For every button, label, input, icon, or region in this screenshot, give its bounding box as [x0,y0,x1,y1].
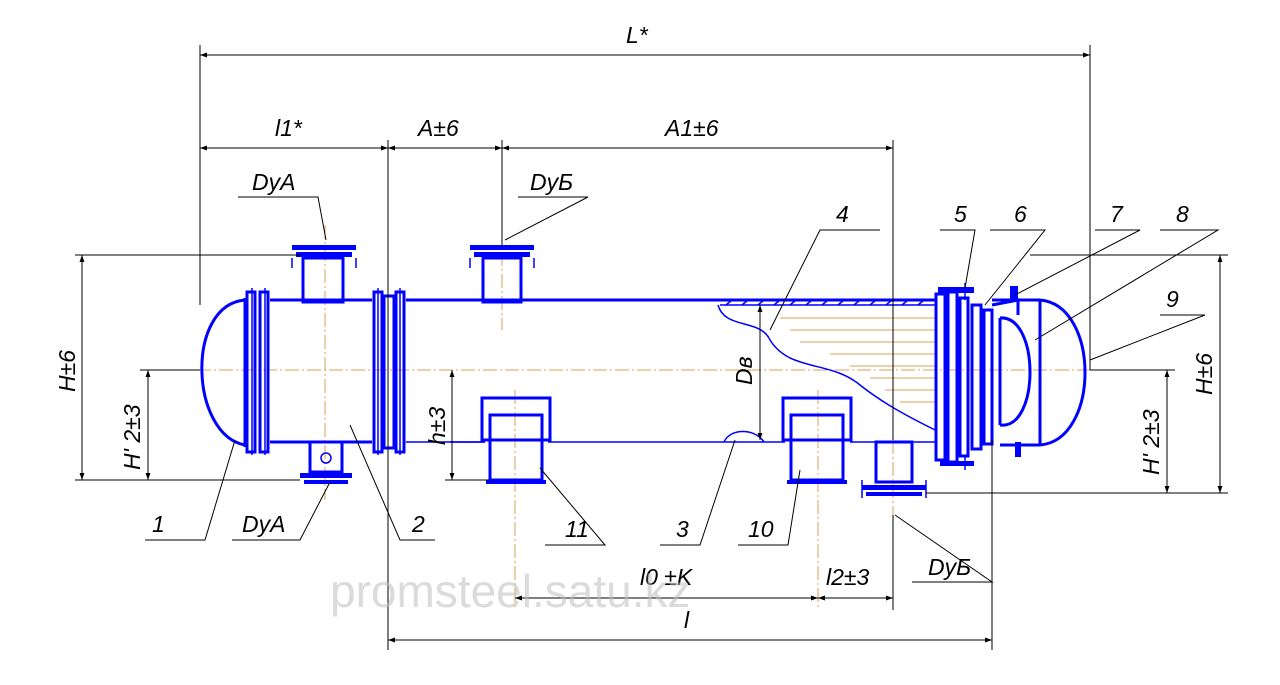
labels: L* l1* A±6 A1±6 DyA DyБ DyA DyБ H±6 H' 2… [54,22,1217,633]
center-lines [175,225,1105,610]
shell-hatching [725,299,925,306]
leader-lines [145,196,1220,583]
part-label-2: 2 [411,511,425,537]
label-l1: l1* [275,115,303,141]
label-l: l [684,607,690,633]
part-label-3: 3 [676,516,689,542]
label-a: A±6 [416,115,459,141]
apparatus-body [200,245,1087,498]
label-dya-top: DyA [252,169,295,195]
part-label-6: 6 [1014,201,1027,227]
label-height-half-left: H' 2±3 [119,404,145,470]
part-label-4: 4 [836,201,849,227]
label-inner-diameter: Dв [731,356,757,385]
label-dyb-top: DyБ [530,169,573,195]
watermark: promsteel.satu.kz [330,565,690,617]
label-h-support: h±3 [424,407,450,445]
label-height-left: H±6 [54,350,80,392]
part-label-5: 5 [954,201,967,227]
part-label-8: 8 [1176,201,1189,227]
tube-bundle [780,317,935,403]
part-label-10: 10 [748,516,774,542]
label-height-right: H±6 [1191,353,1217,395]
label-dya-bottom: DyA [242,511,285,537]
label-dyb-bottom: DyБ [928,554,971,580]
label-a1: A1±6 [663,115,719,141]
label-total-length: L* [626,22,649,48]
part-label-7: 7 [1110,201,1124,227]
dimension-lines [75,45,1228,650]
label-l0: l0 ±K [640,564,694,590]
part-label-9: 9 [1166,286,1179,312]
label-l2: l2±3 [826,564,870,590]
part-label-1: 1 [152,511,165,537]
label-height-half-right: H' 2±3 [1138,409,1164,475]
part-label-11: 11 [565,516,589,542]
